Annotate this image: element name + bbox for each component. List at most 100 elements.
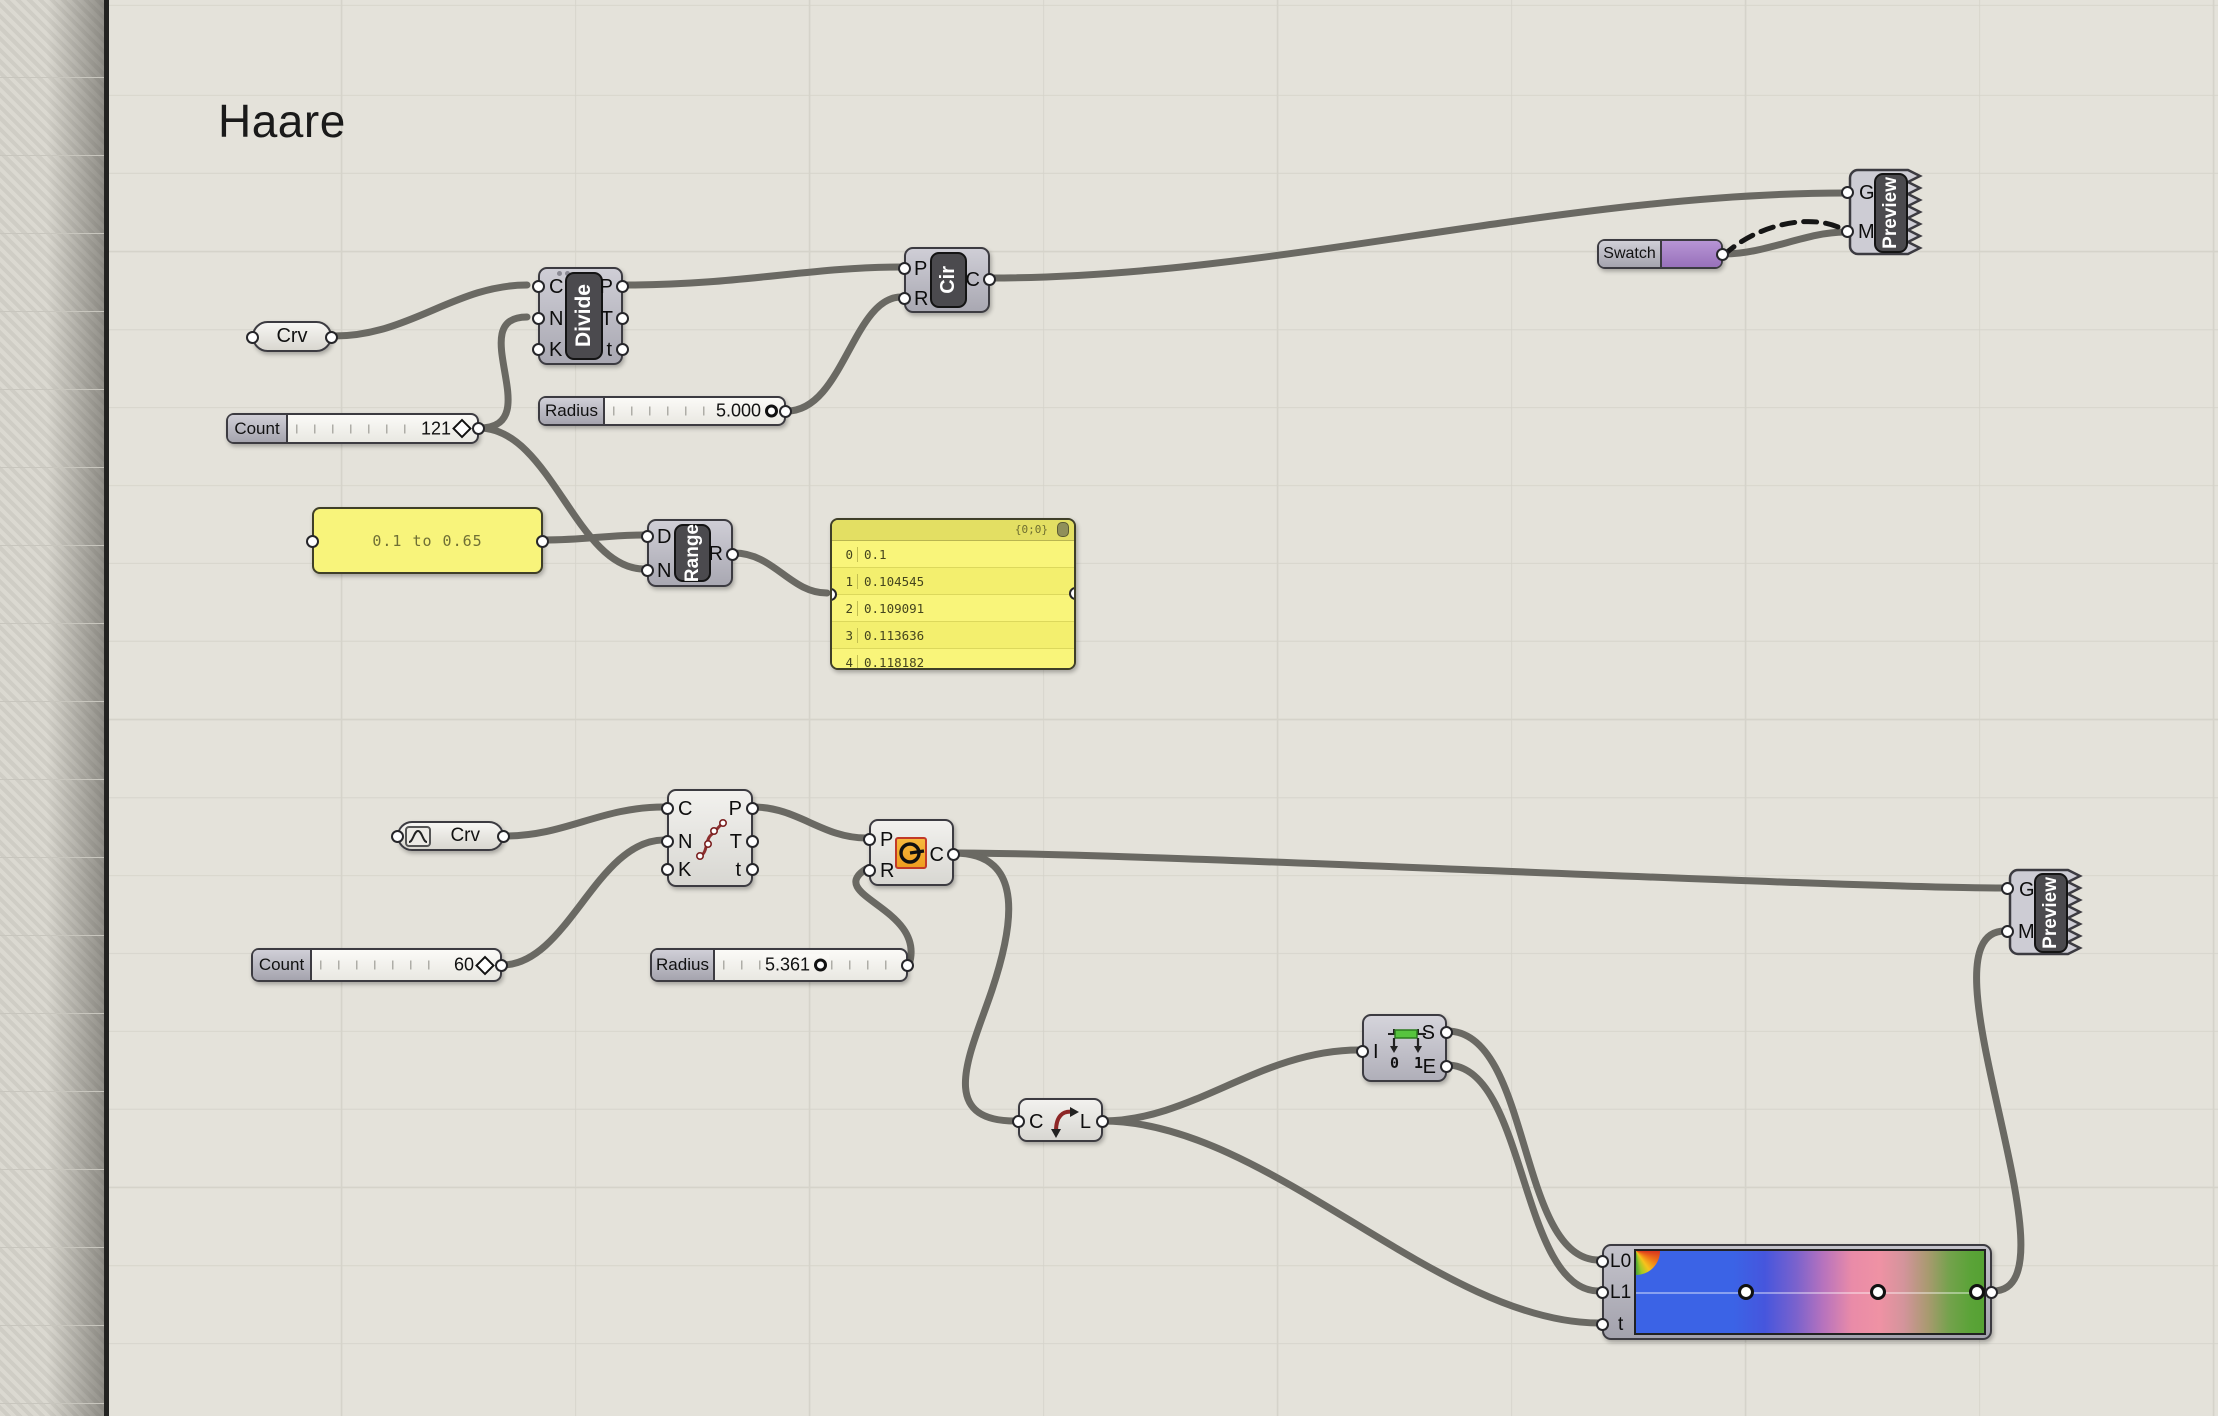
curve-param-bottom[interactable]: Crv — [391, 821, 510, 851]
crv-top-output-port[interactable] — [325, 331, 338, 344]
divide2-port-c[interactable] — [661, 802, 674, 815]
preview-name-plate[interactable]: Preview — [1874, 173, 1908, 253]
divide2-port-n[interactable] — [661, 835, 674, 848]
circle-component-top[interactable]: P R Cir C — [898, 247, 996, 313]
wire-panel-range-d[interactable] — [540, 531, 648, 544]
crv-top-input-port[interactable] — [246, 331, 259, 344]
count-slider-track[interactable]: 121 — [288, 415, 477, 442]
divide2-port-k[interactable] — [661, 863, 674, 876]
wire-radius2-circle-r[interactable] — [852, 865, 915, 969]
swatch-color-well[interactable] — [1662, 241, 1721, 267]
divide-port-p[interactable] — [616, 280, 629, 293]
wire-dedomain-s-gradient-l0[interactable] — [1443, 1027, 1603, 1264]
dedomain-port-e[interactable] — [1440, 1060, 1453, 1073]
gradient-output-port[interactable] — [1985, 1286, 1998, 1299]
dedomain-port-s[interactable] — [1440, 1026, 1453, 1039]
preview2-port-m[interactable] — [2001, 925, 2014, 938]
range-component[interactable]: D N Range R — [641, 519, 739, 587]
swatch-output-port[interactable] — [1716, 248, 1729, 261]
wire-gradient-preview2-m[interactable] — [1973, 927, 2025, 1295]
curve-param-top[interactable]: Crv — [246, 321, 338, 352]
slider-handle-diamond[interactable] — [452, 418, 472, 439]
count-slider-top[interactable]: Count 121 — [226, 413, 485, 444]
range-port-n[interactable] — [641, 564, 654, 577]
gradient-port-t[interactable] — [1596, 1318, 1609, 1331]
data-panel-output-port[interactable] — [1069, 587, 1074, 600]
data-panel-scroll-thumb[interactable] — [1057, 522, 1069, 537]
count-slider-bottom[interactable]: Count 60 — [251, 948, 508, 982]
divide-port-k[interactable] — [532, 343, 545, 356]
cir-name-plate[interactable]: Cir — [930, 252, 967, 308]
wire-dedomain-e-gradient-l1[interactable] — [1443, 1061, 1603, 1295]
wire-count-divide-n[interactable] — [475, 313, 531, 432]
gradient-port-l1[interactable] — [1596, 1286, 1609, 1299]
divide-name-plate[interactable]: Divide — [565, 272, 603, 360]
preview-port-g[interactable] — [1841, 186, 1854, 199]
range-port-r[interactable] — [726, 548, 739, 561]
length-port-c[interactable] — [1012, 1115, 1025, 1128]
preview-name-plate[interactable]: Preview — [2034, 873, 2068, 953]
gradient-component[interactable]: L0 L1 t — [1596, 1244, 1998, 1340]
domain-panel-input-port[interactable] — [306, 535, 319, 548]
preview-component-top[interactable]: G M Preview — [1841, 168, 1930, 258]
wire-radius-cir-r[interactable] — [783, 293, 905, 415]
wire-divide-cir-p[interactable] — [623, 263, 905, 289]
gradient-well[interactable] — [1634, 1249, 1986, 1335]
divide-component[interactable]: C N K Divide P T t — [532, 267, 629, 365]
swatch[interactable]: Swatch — [1597, 239, 1729, 269]
wire-count2-divide2-n[interactable] — [498, 836, 668, 969]
wire-swatch-dashed[interactable] — [1721, 219, 1847, 258]
divide-port-t2[interactable] — [616, 343, 629, 356]
preview-port-m[interactable] — [1841, 225, 1854, 238]
count-top-output-port[interactable] — [472, 422, 485, 435]
count-slider-track[interactable]: 60 — [312, 950, 500, 980]
cir-port-c[interactable] — [983, 273, 996, 286]
divide2-port-p[interactable] — [746, 802, 759, 815]
cir-port-r[interactable] — [898, 292, 911, 305]
data-panel-header[interactable]: {0;0} — [832, 520, 1074, 541]
slider-handle-ring[interactable] — [765, 404, 778, 418]
data-panel[interactable]: {0;0} 0 0.1 1 0.104545 2 0.109091 3 0.11… — [830, 518, 1076, 670]
gradient-grip[interactable] — [1737, 1284, 1754, 1300]
radius-top-output-port[interactable] — [779, 405, 792, 418]
wire-length-dedomain-i[interactable] — [1099, 1046, 1363, 1125]
preview-component-bottom[interactable]: G M Preview — [2001, 868, 2090, 958]
length-port-l[interactable] — [1096, 1115, 1109, 1128]
preview2-port-g[interactable] — [2001, 882, 2014, 895]
divide2-port-t[interactable] — [746, 835, 759, 848]
wire-circle-length-c[interactable] — [950, 849, 1019, 1125]
divide2-port-t2[interactable] — [746, 863, 759, 876]
range-port-d[interactable] — [641, 530, 654, 543]
length-component[interactable]: C L — [1012, 1098, 1109, 1142]
gradient-grip[interactable] — [1869, 1284, 1886, 1300]
radius-slider-bottom[interactable]: Radius 5.361 — [650, 948, 914, 982]
slider-handle-diamond[interactable] — [475, 955, 495, 975]
circle-component-bottom[interactable]: P R C — [863, 819, 960, 886]
radius-slider-top[interactable]: Radius 5.000 — [538, 396, 792, 426]
radius-slider-track[interactable]: 5.000 — [605, 398, 784, 424]
circle2-port-c[interactable] — [947, 848, 960, 861]
range-name-plate[interactable]: Range — [674, 524, 711, 582]
divide-component-bottom[interactable]: C N K P T t — [661, 789, 759, 887]
wire-length-gradient-t[interactable] — [1099, 1117, 1603, 1327]
wire-range-datapanel[interactable] — [730, 549, 831, 597]
divide-port-n[interactable] — [532, 312, 545, 325]
domain-panel[interactable]: 0.1 to 0.65 — [306, 507, 549, 574]
wire-cir-preview-g[interactable] — [987, 189, 1849, 282]
wire-divide2-circle-p[interactable] — [749, 803, 870, 842]
domain-panel-output-port[interactable] — [536, 535, 549, 548]
crv-bottom-output-port[interactable] — [497, 830, 510, 843]
dedomain-port-i[interactable] — [1356, 1045, 1369, 1058]
gradient-grip[interactable] — [1969, 1284, 1986, 1300]
wire-crv-divide[interactable] — [330, 281, 531, 340]
circle2-port-p[interactable] — [863, 833, 876, 846]
circle2-port-r[interactable] — [863, 864, 876, 877]
radius-bottom-output-port[interactable] — [901, 959, 914, 972]
deconstruct-domain-component[interactable]: I 0 1 S E — [1356, 1014, 1453, 1082]
crv-bottom-input-port[interactable] — [391, 830, 404, 843]
divide-port-t[interactable] — [616, 312, 629, 325]
wire-swatch-preview-m[interactable] — [1720, 228, 1849, 258]
radius-slider-track[interactable]: 5.361 — [715, 950, 906, 980]
cir-port-p[interactable] — [898, 262, 911, 275]
